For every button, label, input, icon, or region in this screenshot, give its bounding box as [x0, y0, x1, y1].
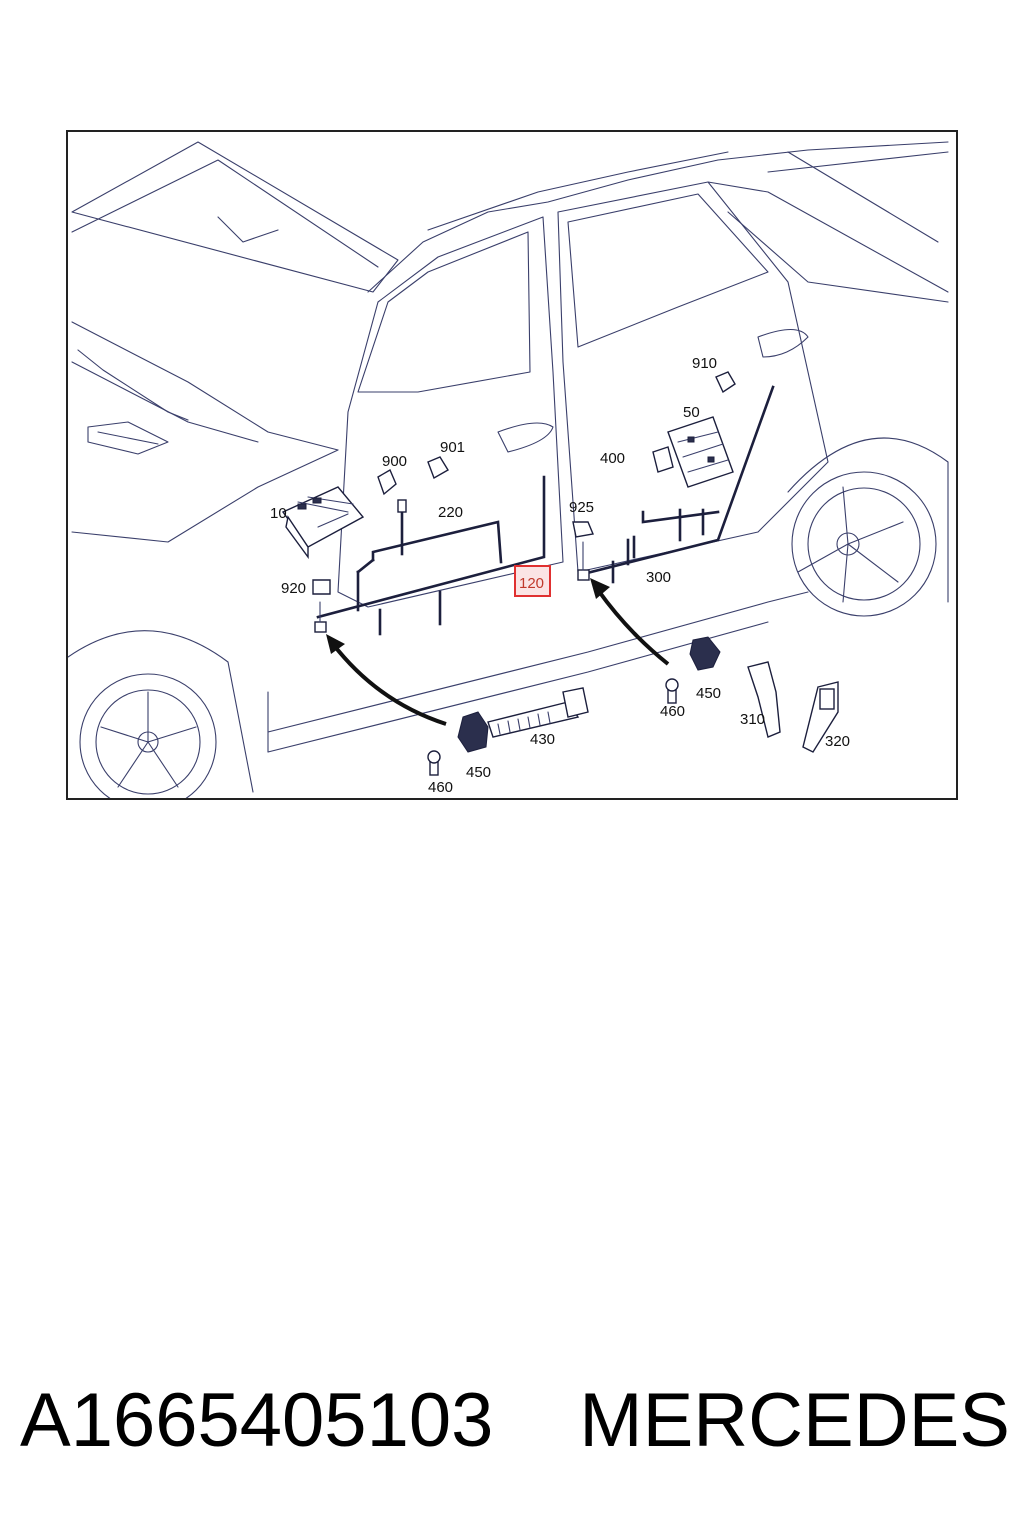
part-caption: A1665405103 MERCEDES: [20, 1370, 1010, 1470]
callout-920: 920: [281, 580, 306, 597]
callout-460-right: 460: [660, 703, 685, 720]
callout-310: 310: [740, 711, 765, 728]
highlight-box-120: [514, 565, 551, 597]
callout-900: 900: [382, 453, 407, 470]
brand-name: MERCEDES: [579, 1377, 1010, 1463]
callout-labels: 10 50 120 220 300 310 320 400 430 450 45…: [270, 355, 850, 796]
callout-220: 220: [438, 504, 463, 521]
callout-120: 120: [519, 575, 544, 592]
callout-450-right: 450: [696, 685, 721, 702]
callout-925: 925: [569, 499, 594, 516]
parts-diagram: 10 50 120 220 300 310 320 400 430 450 45…: [68, 141, 949, 798]
callout-430: 430: [530, 731, 555, 748]
callout-50: 50: [683, 404, 700, 421]
callout-320: 320: [825, 733, 850, 750]
callout-300: 300: [646, 569, 671, 586]
loose-parts: [427, 636, 839, 776]
door-control-module-front: [281, 486, 365, 560]
connector-parts: [312, 371, 736, 595]
callout-10: 10: [270, 505, 287, 522]
part-number: A1665405103: [20, 1377, 494, 1463]
assembly-arrows: [326, 578, 670, 726]
callout-910: 910: [692, 355, 717, 372]
callout-901: 901: [440, 439, 465, 456]
rear-door-wiring-harness: [577, 385, 775, 584]
parts-diagram-frame: 10 50 120 220 300 310 320 400 430 450 45…: [66, 130, 958, 800]
front-door-wiring-harness: [314, 475, 546, 636]
callout-460-left: 460: [428, 779, 453, 796]
door-control-module-rear: [652, 416, 734, 488]
callout-450-left: 450: [466, 764, 491, 781]
callout-400: 400: [600, 450, 625, 467]
